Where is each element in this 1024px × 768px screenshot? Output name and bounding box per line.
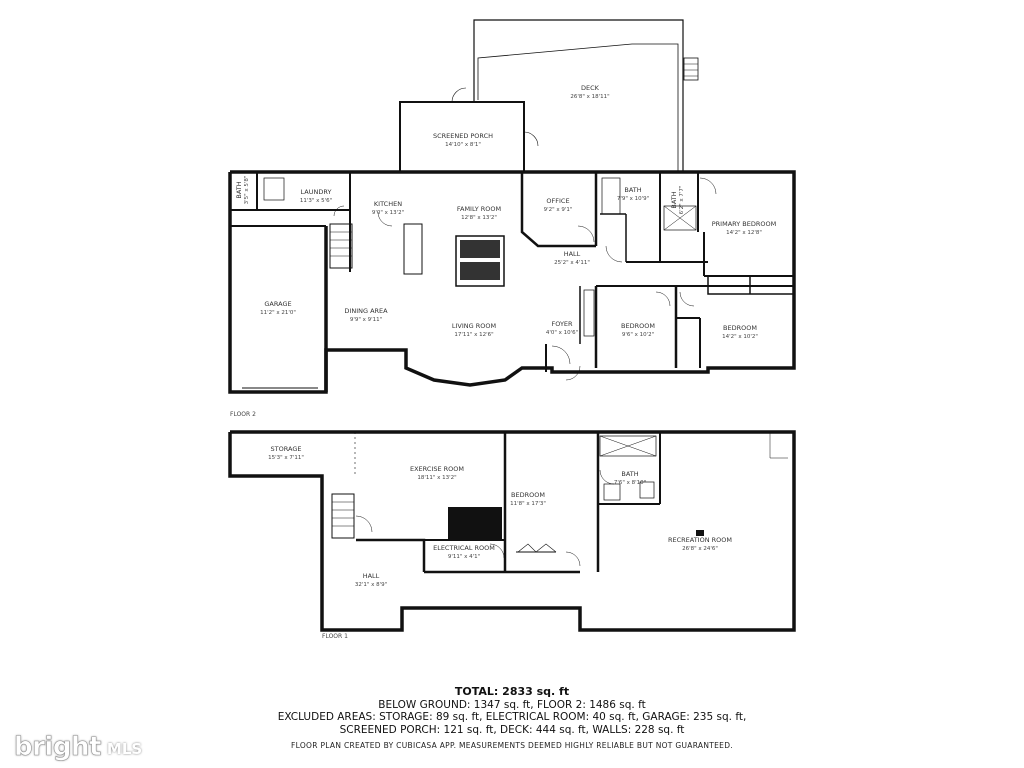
room-name-bedroom: BEDROOM (511, 491, 545, 499)
room-name-storage: STORAGE (271, 445, 302, 453)
room-name-bath-small: BATH (235, 181, 243, 198)
room-dims-living-room: 17'11" x 12'6" (454, 332, 493, 338)
room-dims-garage: 11'2" x 21'0" (260, 310, 296, 316)
room-name-electrical-room: ELECTRICAL ROOM (433, 544, 495, 552)
room-dims-deck: 26'8" x 18'11" (570, 94, 609, 100)
room-dims-bath-floor1: 7'6" x 8'10" (614, 480, 646, 486)
room-dims-family-room: 12'8" x 13'2" (461, 215, 497, 221)
room-name-laundry: LAUNDRY (301, 188, 332, 196)
area-breakdown-line3: SCREENED PORCH: 121 sq. ft, DECK: 444 sq… (339, 723, 685, 736)
room-name-recreation-room: RECREATION ROOM (668, 536, 732, 544)
floor1-stairs (331, 493, 355, 539)
room-dims-recreation-room: 26'8" x 24'6" (682, 546, 718, 552)
bright-mls-watermark: bright MLS (14, 732, 143, 762)
room-dims-bedroom: 11'8" x 17'3" (510, 501, 546, 507)
deck-inner-line (477, 43, 679, 172)
area-breakdown-line2: EXCLUDED AREAS: STORAGE: 89 sq. ft, ELEC… (277, 711, 747, 723)
room-name-hall: HALL (564, 250, 581, 258)
room-dims-bath-small: 3'5" x 5'8" (244, 176, 250, 205)
room-name-garage: GARAGE (264, 300, 291, 308)
room-name-bedroom-a: BEDROOM (621, 322, 655, 330)
floor-1-plan (228, 430, 796, 632)
room-name-bath-primary: BATH (670, 191, 678, 208)
room-name-deck: DECK (581, 84, 600, 92)
room-name-bath: BATH (624, 186, 641, 194)
floor2-exterior-wall (228, 170, 796, 394)
room-dims-bedroom-a: 9'6" x 10'2" (622, 332, 654, 338)
room-dims-hall: 25'2" x 4'11" (554, 260, 590, 266)
room-name-screened-porch: SCREENED PORCH (433, 132, 493, 140)
room-dims-foyer: 4'0" x 10'6" (546, 330, 578, 336)
total-area: TOTAL: 2833 sq. ft (454, 685, 570, 698)
room-name-office: OFFICE (546, 197, 569, 205)
room-dims-laundry: 11'3" x 5'6" (300, 198, 332, 204)
office-wall (520, 172, 596, 248)
porch-door-swing (451, 87, 467, 103)
room-dims-bedroom-b: 14'2" x 10'2" (722, 334, 758, 340)
floor-plan-diagram: DECK 26'8" x 18'11" SCREENED PORCH 14'10… (228, 19, 796, 640)
fireplace (455, 235, 505, 287)
room-dims-storage: 15'3" x 7'11" (268, 455, 304, 461)
room-dims-bath: 7'9" x 10'9" (617, 196, 649, 202)
room-name-bath-floor1: BATH (621, 470, 638, 478)
floor-2-label: FLOOR 2 (230, 411, 256, 418)
floor-1-label: FLOOR 1 (322, 633, 348, 640)
room-dims-exercise-room: 18'11" x 13'2" (417, 475, 456, 481)
floor-2-plan (228, 19, 796, 394)
area-summary: TOTAL: 2833 sq. ft BELOW GROUND: 1347 sq… (0, 685, 1024, 736)
kitchen-island (403, 223, 423, 275)
room-dims-bath-primary: 6'2" x 7'7" (679, 186, 685, 215)
room-name-dining-area: DINING AREA (344, 307, 388, 315)
room-dims-screened-porch: 14'10" x 8'1" (445, 142, 481, 148)
room-labels: DECK 26'8" x 18'11" SCREENED PORCH 14'10… (230, 84, 776, 640)
electrical-panel-block (448, 507, 502, 539)
room-name-exercise-room: EXERCISE ROOM (410, 465, 464, 473)
watermark-brand: bright (14, 732, 102, 762)
deck-stairs (683, 57, 699, 81)
watermark-suffix: MLS (106, 740, 143, 758)
disclaimer-text: FLOOR PLAN CREATED BY CUBICASA APP. MEAS… (291, 741, 733, 750)
room-name-primary-bedroom: PRIMARY BEDROOM (712, 220, 776, 228)
room-dims-dining-area: 9'9" x 9'11" (350, 317, 382, 323)
area-breakdown-line1: BELOW GROUND: 1347 sq. ft, FLOOR 2: 1486… (378, 698, 646, 711)
room-name-hall-floor1: HALL (363, 572, 380, 580)
room-name-kitchen: KITCHEN (374, 200, 402, 208)
room-dims-primary-bedroom: 14'2" x 12'8" (726, 230, 762, 236)
room-name-bedroom-b: BEDROOM (723, 324, 757, 332)
room-name-foyer: FOYER (551, 320, 573, 328)
room-dims-electrical-room: 9'11" x 4'1" (448, 554, 480, 560)
room-dims-kitchen: 9'0" x 13'2" (372, 210, 404, 216)
room-name-living-room: LIVING ROOM (452, 322, 496, 330)
floor1-exterior-wall (228, 430, 796, 632)
room-name-family-room: FAMILY ROOM (457, 205, 501, 213)
room-dims-hall-floor1: 32'1" x 8'9" (355, 582, 387, 588)
deck-outline (473, 19, 684, 172)
floor2-stairs (329, 223, 353, 269)
room-dims-office: 9'2" x 9'1" (544, 207, 573, 213)
